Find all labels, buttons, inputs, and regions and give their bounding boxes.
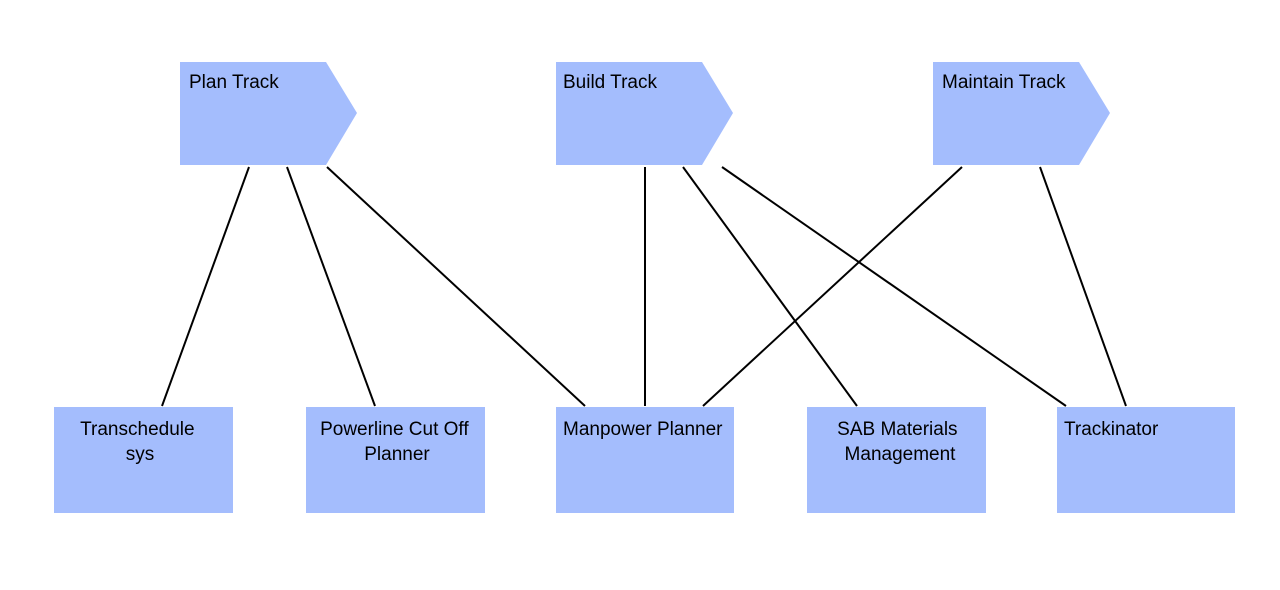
connectors: [161, 166, 1127, 407]
connector-maintain-trackinator: [1039, 166, 1127, 407]
connector-plan-powerline: [286, 166, 376, 407]
track-node-plan[interactable]: Plan Track: [180, 62, 357, 165]
track-label-build: Build Track: [563, 72, 657, 93]
connector-plan-transchedule: [161, 166, 250, 407]
system-node-powerline[interactable]: Powerline Cut Off Planner: [306, 407, 485, 513]
system-label-powerline: Powerline Cut Off Planner: [320, 419, 474, 465]
system-node-manpower[interactable]: Manpower Planner: [556, 407, 734, 513]
system-label-manpower: Manpower Planner: [563, 419, 723, 440]
label-line: sys: [126, 444, 155, 465]
chevron-shape: [933, 62, 1110, 165]
label-line: Management: [845, 444, 957, 465]
system-label-trackinator: Trackinator: [1064, 419, 1159, 440]
system-node-transchedule[interactable]: Transchedule sys: [54, 407, 233, 513]
system-box: [1057, 407, 1235, 513]
label-line: Planner: [364, 444, 430, 465]
track-label-plan: Plan Track: [189, 72, 279, 93]
chevron-shape: [556, 62, 733, 165]
label-line: Trackinator: [1064, 419, 1159, 440]
connector-maintain-manpower: [702, 166, 963, 407]
connector-build-sab: [682, 166, 858, 407]
label-line: SAB Materials: [837, 419, 957, 440]
label-line: Transchedule: [80, 419, 194, 440]
system-node-trackinator[interactable]: Trackinator: [1057, 407, 1235, 513]
connector-plan-manpower: [326, 166, 586, 407]
system-box: [54, 407, 233, 513]
connector-build-trackinator: [721, 166, 1067, 407]
track-node-maintain[interactable]: Maintain Track: [933, 62, 1110, 165]
system-box: [306, 407, 485, 513]
track-node-build[interactable]: Build Track: [556, 62, 733, 165]
label-line: Manpower Planner: [563, 419, 723, 440]
system-label-transchedule: Transchedule sys: [80, 419, 200, 465]
chevron-shape: [180, 62, 357, 165]
system-label-sab: SAB Materials Management: [837, 419, 963, 465]
track-label-maintain: Maintain Track: [942, 72, 1066, 93]
system-node-sab[interactable]: SAB Materials Management: [807, 407, 986, 513]
label-line: Powerline Cut Off: [320, 419, 469, 440]
system-box: [556, 407, 734, 513]
system-box: [807, 407, 986, 513]
